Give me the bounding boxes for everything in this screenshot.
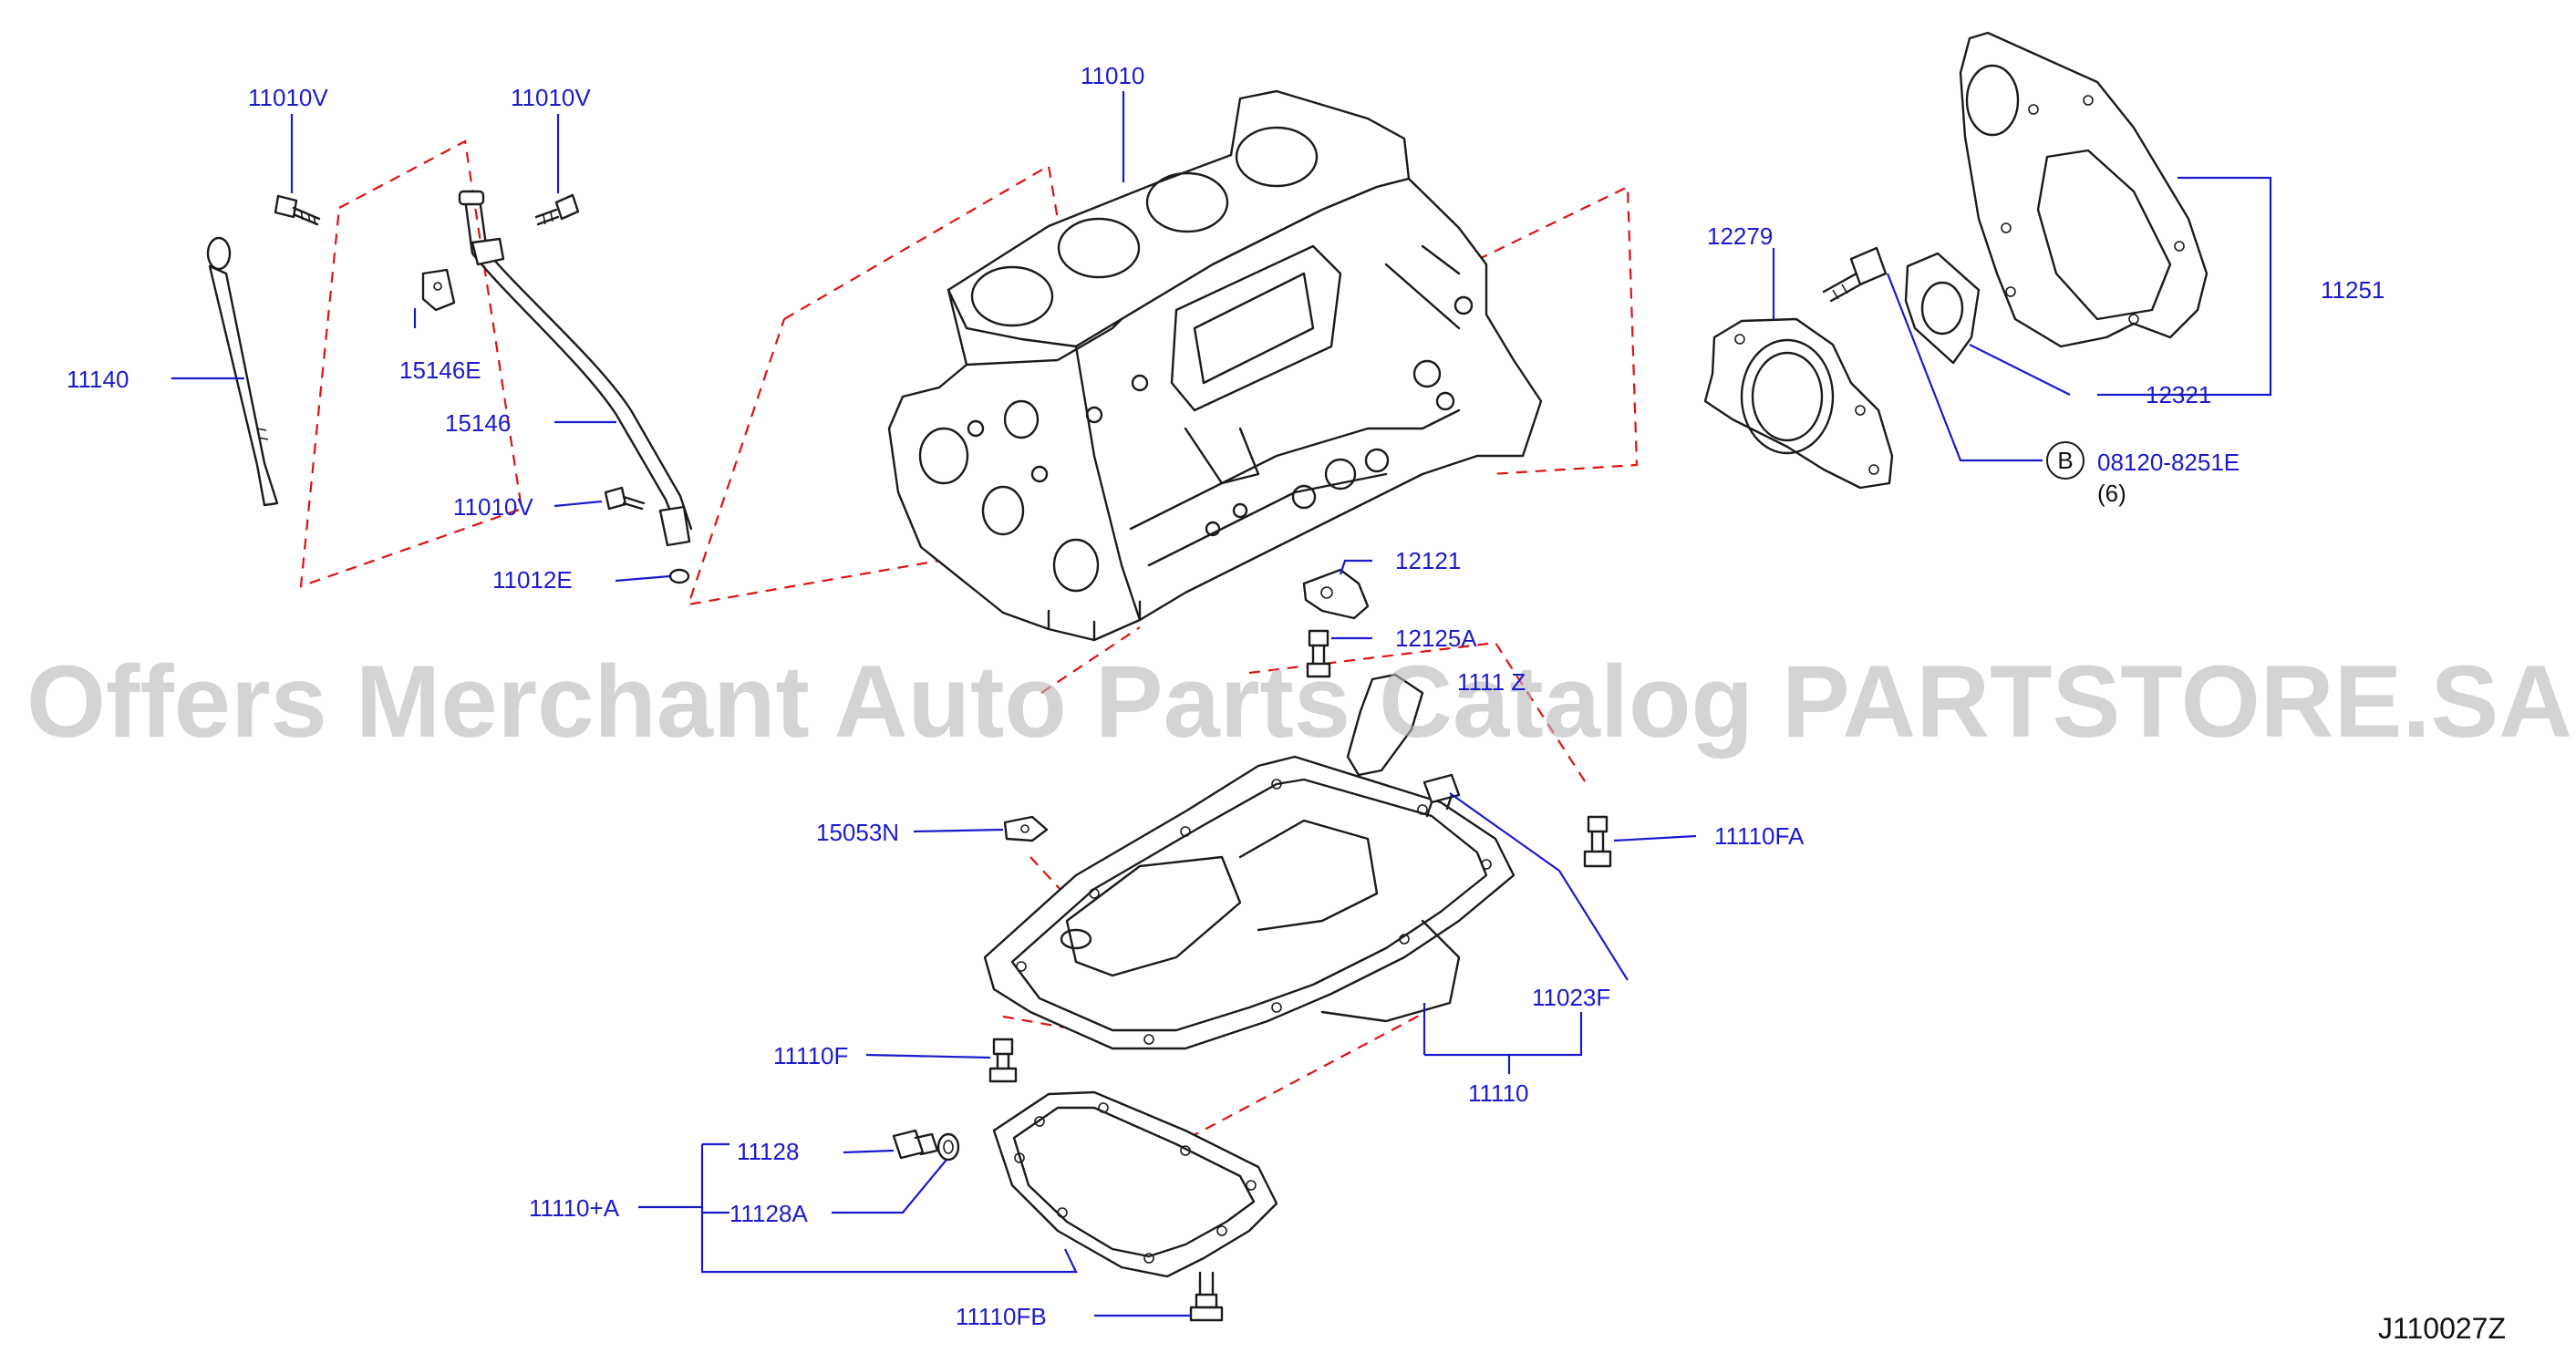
- label-11110[interactable]: 11110: [1468, 1079, 1529, 1107]
- label-11251[interactable]: 11251: [2321, 276, 2385, 304]
- label-11010v-b[interactable]: 11010V: [511, 84, 591, 111]
- label-12121[interactable]: 12121: [1395, 547, 1461, 574]
- label-15146e[interactable]: 15146E: [399, 356, 481, 384]
- label-15146[interactable]: 15146: [445, 409, 511, 437]
- cylinder-block-11010[interactable]: [887, 89, 1543, 642]
- label-12321[interactable]: 12321: [2146, 381, 2211, 408]
- label-1111z[interactable]: 1111 Z: [1457, 668, 1526, 696]
- bolt-11110fb[interactable]: [1189, 1271, 1224, 1322]
- guide-tube-15146[interactable]: [458, 190, 693, 584]
- label-11023f[interactable]: 11023F: [1532, 984, 1610, 1011]
- callout-labels: 11010 11010V 11010V 11010V 11140 15146E …: [67, 62, 2506, 1345]
- label-15053n[interactable]: 15053N: [816, 819, 899, 846]
- label-11110fb[interactable]: 11110FB: [956, 1303, 1047, 1330]
- bolt-11010v-a[interactable]: [274, 194, 321, 226]
- bracket-12121[interactable]: [1302, 568, 1370, 620]
- rear-plate-11251[interactable]: [1959, 31, 2209, 348]
- plug-11023f[interactable]: [1422, 773, 1461, 818]
- bolt-11010v-c[interactable]: [604, 486, 646, 511]
- leader-lines: [171, 91, 2272, 1317]
- gasket-12321[interactable]: [1904, 252, 1981, 365]
- label-11010v-a[interactable]: 11010V: [248, 84, 328, 111]
- label-11128[interactable]: 11128: [737, 1138, 799, 1165]
- label-12125a[interactable]: 12125A: [1395, 625, 1477, 652]
- badge-b-letter: B: [2057, 447, 2073, 474]
- oil-pan-11110[interactable]: [983, 755, 1516, 1050]
- bolt-08120-8251e[interactable]: [1822, 246, 1888, 303]
- label-11110fa[interactable]: 11110FA: [1714, 822, 1805, 850]
- bracket-15146e[interactable]: [421, 268, 456, 312]
- label-12279[interactable]: 12279: [1707, 222, 1773, 250]
- label-11140[interactable]: 11140: [67, 366, 129, 393]
- watermark: Offers Merchant Auto Parts Catalog PARTS…: [26, 645, 2572, 759]
- badge-b-circle: [2046, 441, 2085, 480]
- gasket-15053n[interactable]: [1003, 815, 1049, 842]
- label-08120-8251e[interactable]: 08120-8251E: [2097, 449, 2240, 476]
- bolt-11110f[interactable]: [988, 1038, 1018, 1083]
- bolt-11010v-b[interactable]: [534, 193, 580, 226]
- bolt-12125a[interactable]: [1306, 629, 1331, 678]
- diagram-code: J110027Z: [2378, 1312, 2506, 1345]
- rear-seal-12279[interactable]: [1703, 317, 1894, 490]
- drain-plug-11128[interactable]: [892, 1129, 939, 1160]
- label-11128a[interactable]: 11128A: [729, 1200, 808, 1227]
- label-11110f[interactable]: 11110F: [773, 1042, 848, 1069]
- bolt-11110fa[interactable]: [1583, 815, 1612, 868]
- label-11010[interactable]: 11010: [1081, 62, 1144, 89]
- dipstick-11140[interactable]: [206, 236, 279, 507]
- washer-11128a[interactable]: [936, 1132, 960, 1162]
- label-11010v-c[interactable]: 11010V: [453, 493, 533, 521]
- label-08120-qty: (6): [2097, 480, 2126, 507]
- lower-oil-pan-11110a[interactable]: [992, 1090, 1278, 1278]
- label-11012e[interactable]: 11012E: [492, 566, 573, 594]
- label-11110a[interactable]: 11110+A: [529, 1194, 620, 1222]
